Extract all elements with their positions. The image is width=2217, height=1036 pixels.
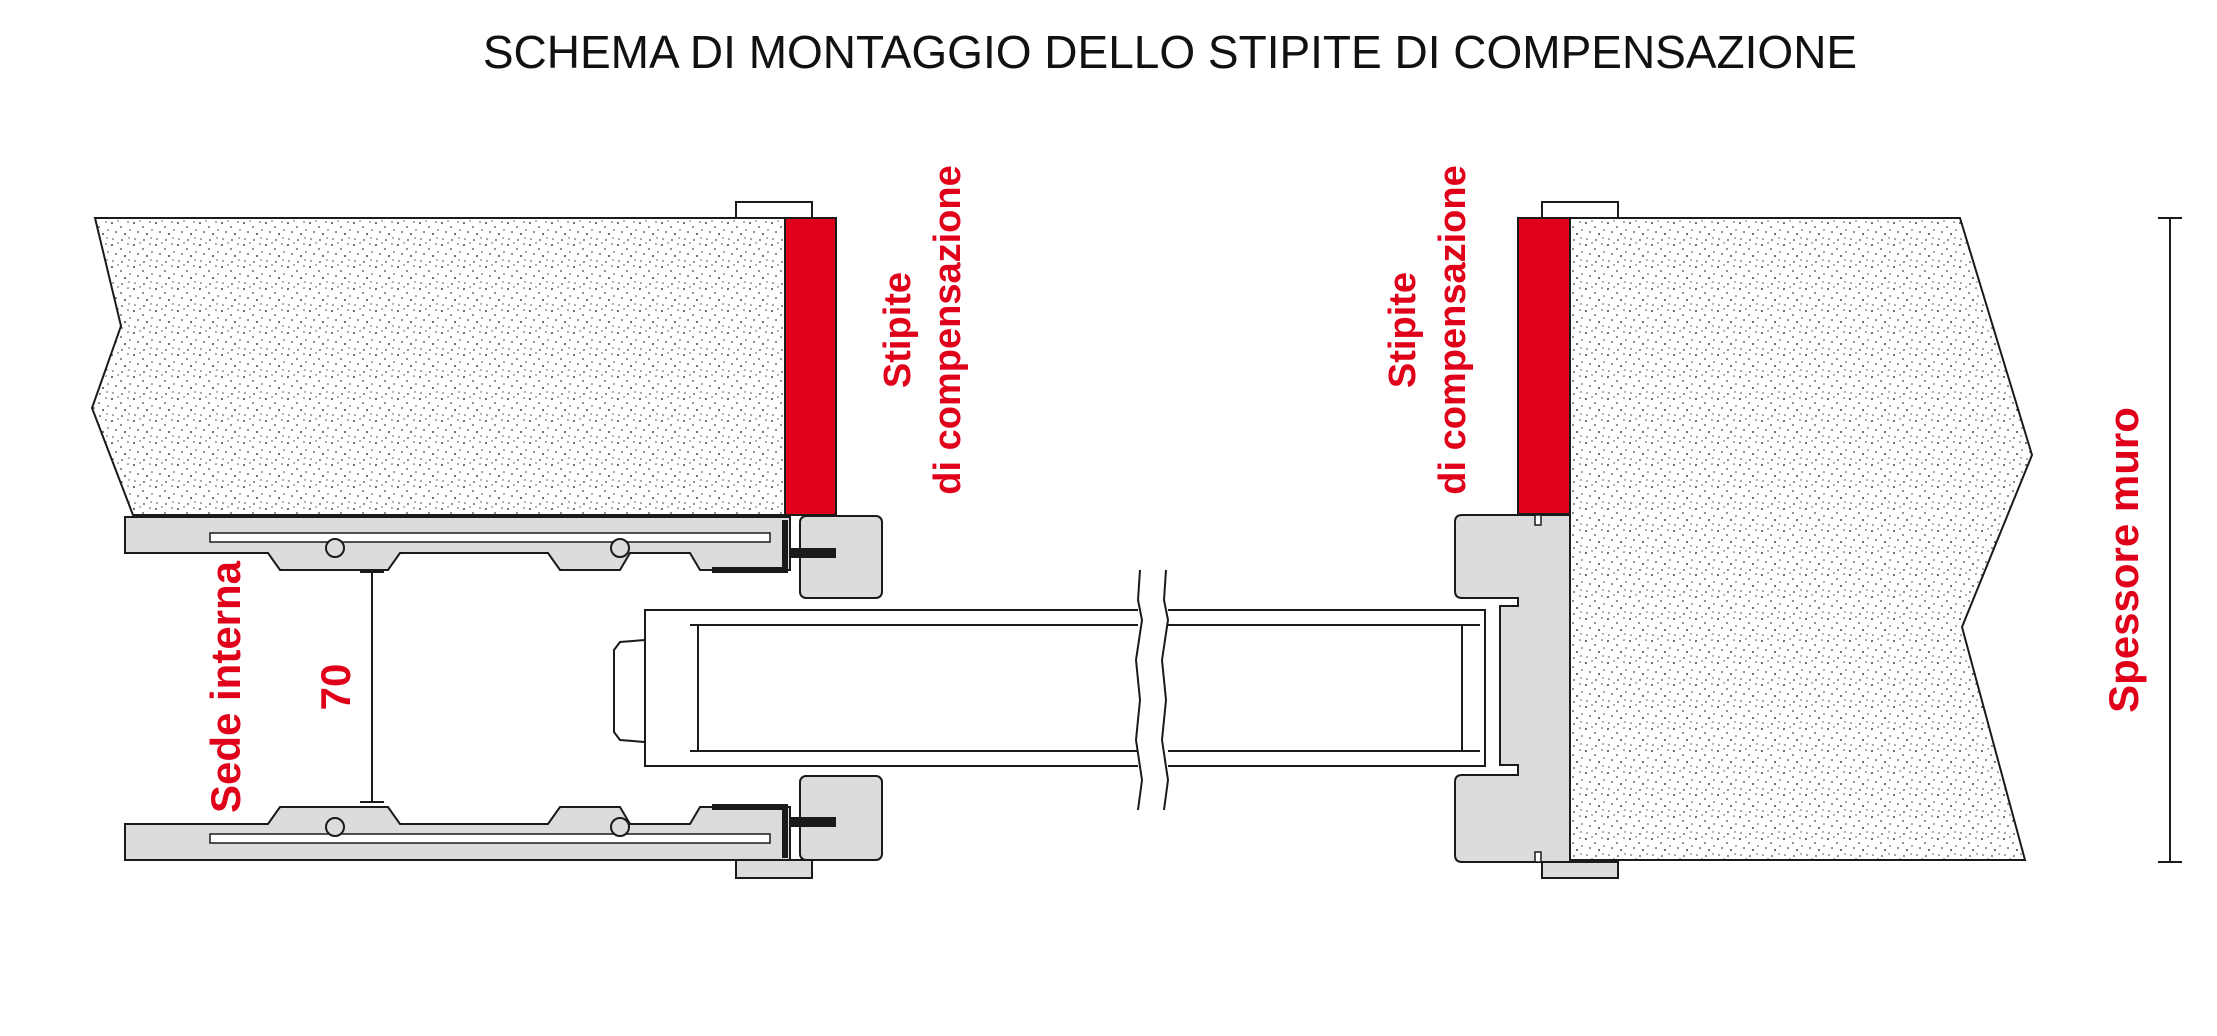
left-wall	[90, 217, 786, 516]
left-jamb-label-line1: Stipite	[877, 272, 919, 388]
left-upper-bracket	[712, 520, 788, 573]
left-upper-screw	[790, 548, 836, 558]
right-frame-profile	[1454, 514, 1571, 863]
right-jamb-label-line1: Stipite	[1382, 272, 1424, 388]
left-lower-bracket	[712, 804, 788, 858]
diagram-title: SCHEMA DI MONTAGGIO DELLO STIPITE DI COM…	[483, 26, 1857, 78]
left-top-cap	[735, 201, 813, 219]
left-upper-dot-1	[325, 538, 345, 558]
right-frame-groove-bottom	[1534, 851, 1542, 863]
right-wall	[1569, 217, 2034, 861]
left-lower-screw	[790, 817, 836, 827]
left-compensation-jamb	[784, 217, 837, 516]
left-lower-dot-2	[610, 817, 630, 837]
right-top-cap	[1541, 201, 1619, 219]
right-frame-groove-top	[1534, 514, 1542, 526]
left-lower-slot	[209, 833, 771, 844]
right-compensation-jamb	[1517, 217, 1571, 515]
door-leaf-outer	[644, 609, 1486, 767]
sede-interna-label: Sede interna	[202, 560, 249, 813]
left-lower-dot-1	[325, 817, 345, 837]
break-mark-left	[1134, 569, 1144, 811]
dimension-label: 70	[312, 664, 359, 711]
right-jamb-label-line2: di compensazione	[1432, 165, 1474, 494]
left-upper-dot-2	[610, 538, 630, 558]
wall-thickness-label: Spessore muro	[2100, 407, 2147, 713]
break-mark-right	[1160, 569, 1170, 811]
right-bottom-cap	[1541, 861, 1619, 879]
left-bottom-cap	[735, 859, 813, 879]
door-handle	[613, 638, 646, 744]
left-jamb-label-line2: di compensazione	[927, 165, 969, 494]
left-upper-slot	[209, 532, 771, 543]
